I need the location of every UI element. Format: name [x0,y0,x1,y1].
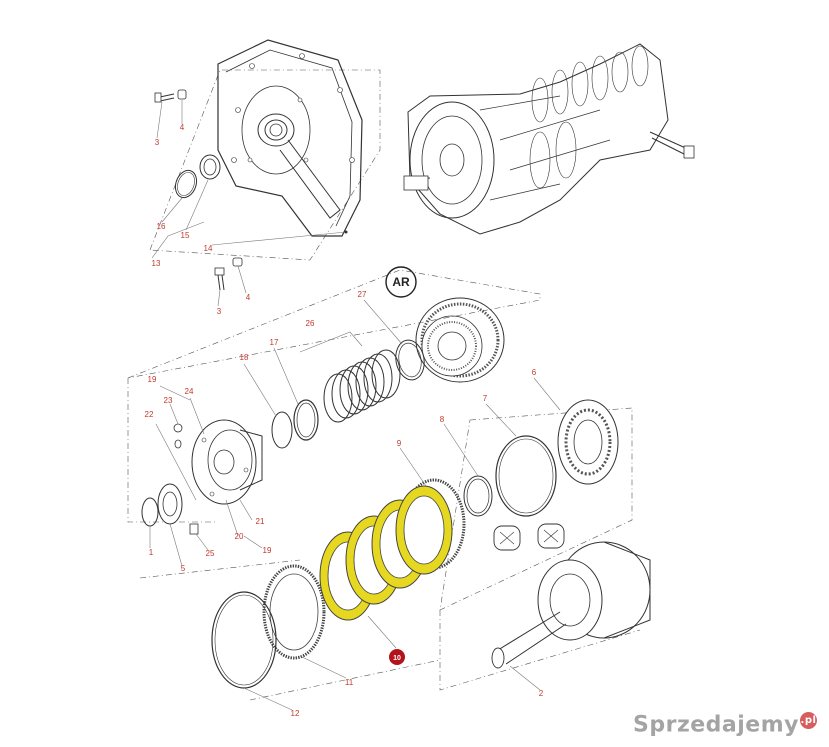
label-1: 1 [149,548,154,557]
label-2: 2 [539,689,544,698]
ar-badge: AR [385,266,417,298]
middle-parts [127,269,541,535]
part-labels: 3 4 16 15 14 13 4 3 27 26 17 18 19 24 23… [145,123,544,718]
label-5: 5 [181,564,186,573]
label-15: 15 [181,231,190,240]
callout-10-text: 10 [393,655,401,662]
label-21: 21 [256,517,265,526]
label-23: 23 [164,396,173,405]
label-20: 20 [235,532,244,541]
label-4-top: 4 [180,123,185,132]
transmission-housing [403,43,695,235]
cover-plate-group [149,39,381,291]
watermark-text: Sprzedajemy [633,712,799,737]
callout-10-badge [389,649,405,665]
gear-drum [415,297,505,383]
label-12: 12 [291,709,300,718]
label-8: 8 [440,415,445,424]
label-3-bottom: 3 [217,307,222,316]
label-25: 25 [206,549,215,558]
label-18: 18 [240,353,249,362]
leader-lines [149,100,561,711]
clutch-pack: 10 [139,478,466,701]
label-14: 14 [204,244,213,253]
label-26: 26 [306,319,315,328]
watermark-badge: .pl [800,711,817,729]
label-19-top: 19 [148,375,157,384]
label-27: 27 [358,290,367,299]
label-17: 17 [270,338,279,347]
label-24: 24 [185,387,194,396]
watermark: Sprzedajemy.pl [633,711,817,737]
label-22: 22 [145,410,154,419]
label-3-top: 3 [155,138,160,147]
label-4-bottom: 4 [246,293,251,302]
right-parts [439,399,633,611]
drum-shaft [439,541,651,691]
ar-badge-text: AR [392,275,410,289]
label-9: 9 [397,439,402,448]
label-11: 11 [345,678,354,687]
label-16: 16 [157,222,166,231]
label-6: 6 [532,368,537,377]
label-13: 13 [152,259,161,268]
label-7: 7 [483,394,488,403]
label-19-bottom: 19 [263,546,272,555]
